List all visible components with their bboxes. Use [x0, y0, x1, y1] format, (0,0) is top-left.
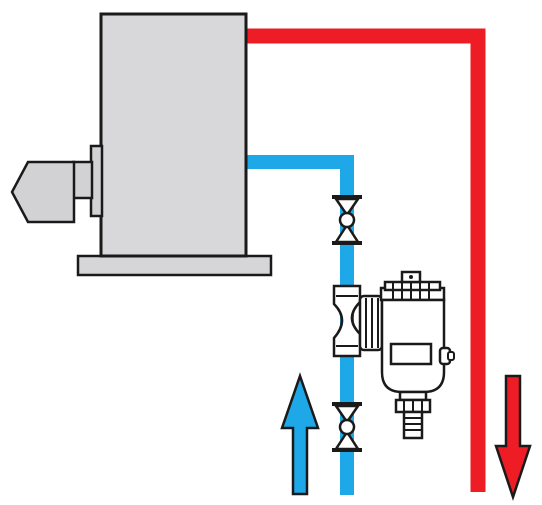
ball-valve-icon [332, 402, 362, 452]
arrow-up-icon [280, 372, 320, 496]
arrow-down-icon [494, 374, 532, 501]
boiler-base-plate [76, 254, 273, 277]
hot-supply-pipe [246, 28, 486, 492]
magnetic-filter-icon [332, 270, 455, 440]
boiler-icon [99, 12, 248, 258]
cold-return-pipe [246, 155, 354, 495]
burner-icon [10, 144, 104, 224]
ball-valve-icon [332, 195, 362, 245]
